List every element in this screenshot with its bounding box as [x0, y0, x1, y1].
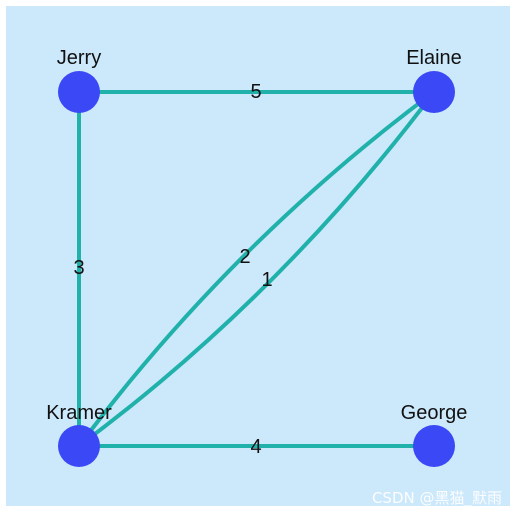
edge-kramer-elaine-upper — [77, 90, 436, 448]
edge-label-kramer-elaine-lower: 1 — [261, 269, 272, 291]
node-elaine[interactable] — [413, 71, 455, 113]
edge-label-kramer-george: 4 — [250, 436, 261, 458]
node-label-jerry: Jerry — [57, 47, 101, 69]
node-labels-layer: Jerry Elaine Kramer George — [46, 47, 467, 424]
edge-kramer-elaine-lower — [77, 90, 436, 448]
node-label-kramer: Kramer — [46, 402, 112, 424]
edge-label-jerry-kramer: 3 — [73, 257, 84, 279]
nodes-layer — [58, 71, 455, 467]
node-label-george: George — [401, 402, 468, 424]
node-jerry[interactable] — [58, 71, 100, 113]
node-label-elaine: Elaine — [406, 47, 462, 69]
watermark-text: CSDN @黑猫_默雨 — [372, 489, 502, 508]
edge-label-kramer-elaine-upper: 2 — [239, 246, 250, 268]
node-kramer[interactable] — [58, 425, 100, 467]
edge-label-jerry-elaine: 5 — [250, 81, 261, 103]
node-george[interactable] — [413, 425, 455, 467]
edge-labels-layer: 5 3 2 1 4 — [73, 81, 272, 458]
edges-layer — [77, 90, 436, 448]
